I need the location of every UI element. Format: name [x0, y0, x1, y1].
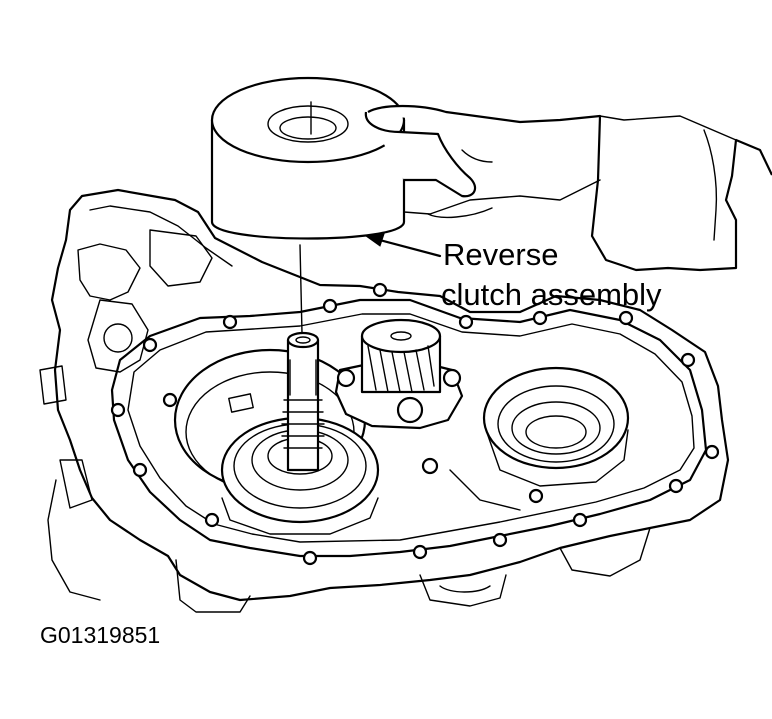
input-shaft	[281, 331, 325, 472]
figure-id: G01319851	[40, 622, 161, 648]
hand	[364, 104, 772, 272]
case-flange	[110, 282, 720, 566]
bolt-holes	[110, 282, 720, 566]
callout-label-line2: clutch assembly	[441, 277, 662, 312]
idler-gear	[334, 318, 464, 430]
differential-bore	[449, 366, 630, 511]
callout-label-line1: Reverse	[443, 237, 559, 272]
callout-leader	[364, 233, 442, 258]
reverse-clutch-drum	[210, 76, 406, 240]
alignment-line	[299, 244, 303, 334]
transaxle-case	[39, 188, 730, 613]
